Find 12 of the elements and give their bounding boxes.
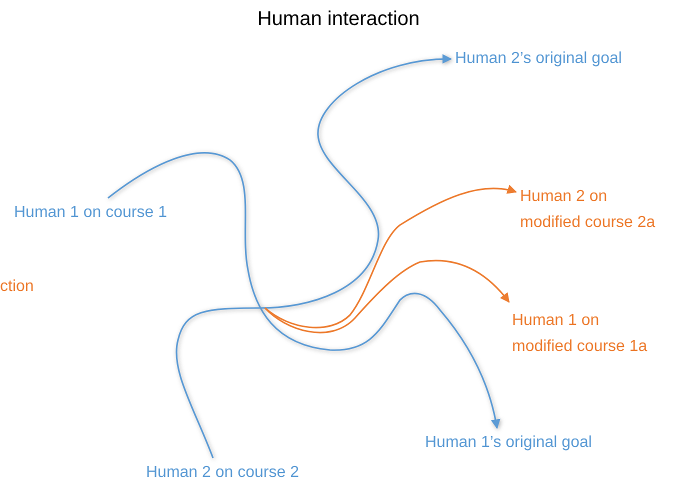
node-label: Human 1 on modified course 1a [512,306,662,362]
text-label: ction [0,278,34,296]
curved-arrow [108,152,500,429]
curved-arrow [176,54,452,458]
node-label: Human 2 on modified course 2a [520,182,670,238]
node-label: Human 2 on course 2 [146,458,356,481]
node-label: Human 1’s original goal [425,428,645,458]
curved-arrow [264,185,517,328]
node-label: Human 2’s original goal [455,44,675,74]
node-label: Human 1 on course 1 [14,198,214,228]
curved-arrow [264,260,510,334]
diagram-title: Human interaction [256,8,421,31]
